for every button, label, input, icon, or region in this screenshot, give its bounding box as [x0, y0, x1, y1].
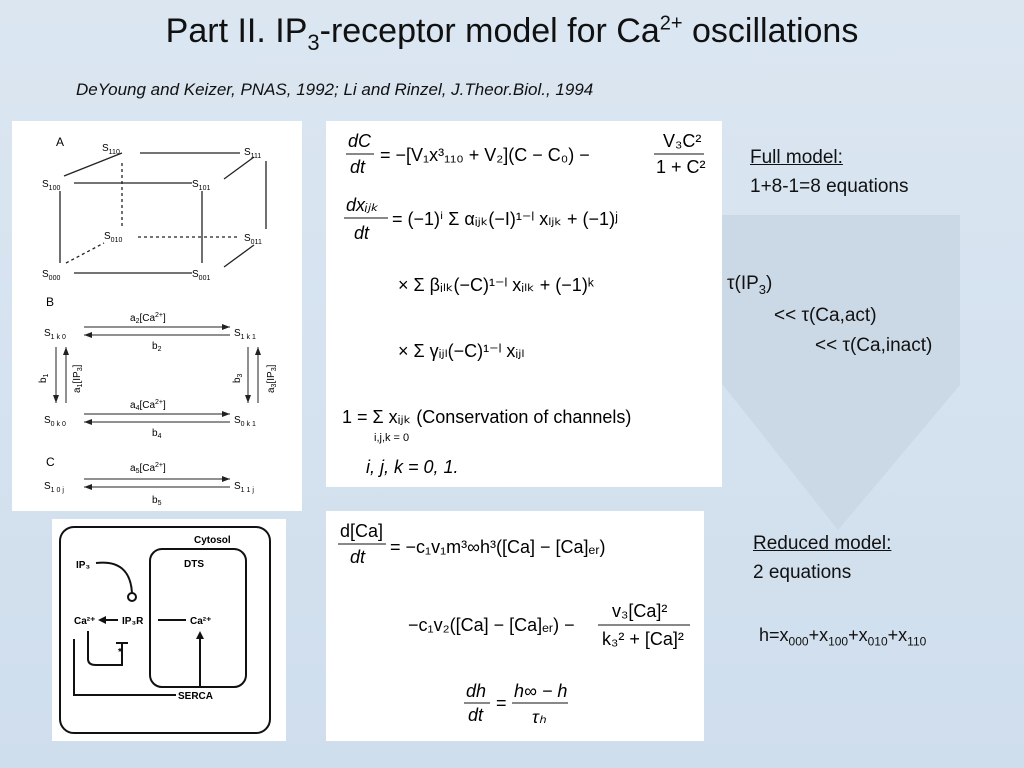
- eq2-numerator: dxᵢⱼₖ: [346, 195, 378, 215]
- node-s0k0: S0 k 0: [44, 415, 66, 428]
- full-model-equation-count: 1+8-1=8 equations: [750, 176, 909, 197]
- eq2-denominator: dt: [354, 223, 370, 243]
- eq-ca-rhs1: = −c₁v₁m³∞h³([Ca] − [Ca]ₑᵣ): [390, 537, 606, 557]
- index-range: i, j, k = 0, 1.: [366, 457, 459, 477]
- node-s1k0: S1 k 0: [44, 328, 66, 341]
- eq-h-equals: =: [496, 693, 507, 713]
- state-diagram-panel: A S110 S111 S100 S101 S010 S011 S000 S00…: [12, 121, 302, 511]
- node-s10j: S1 0 j: [44, 481, 64, 494]
- eq-h-frac-num: h∞ − h: [514, 681, 567, 701]
- dts-label: DTS: [184, 559, 204, 570]
- eq1-frac-num: V₃C²: [663, 131, 701, 151]
- eq4-rhs: × Σ γᵢⱼₗ(−C)¹⁻ˡ xᵢⱼₗ: [398, 341, 524, 361]
- conservation-eq: 1 = Σ xᵢⱼₖ (Conservation of channels): [342, 407, 631, 427]
- rate-b5: b5: [152, 495, 162, 507]
- h-definition: h=x000+x100+x010+x110: [759, 625, 927, 649]
- full-model-equations: dC dt = −[V₁x³₁₁₀ + V₂](C − C₀) − V₃C² 1…: [342, 131, 706, 477]
- eq3-rhs: × Σ βᵢₗₖ(−C)¹⁻ˡ xᵢₗₖ + (−1)ᵏ: [398, 275, 595, 295]
- citation: DeYoung and Keizer, PNAS, 1992; Li and R…: [76, 80, 594, 99]
- conservation-sub: i,j,k = 0: [374, 432, 409, 444]
- node-s010: S010: [104, 231, 122, 244]
- timescale-ca-act: << τ(Ca,act): [774, 305, 877, 326]
- node-s011: S011: [244, 233, 262, 246]
- slide-title: Part II. IP3-receptor model for Ca2+ osc…: [165, 12, 859, 55]
- ip3r-label: IP₃R: [122, 616, 144, 627]
- node-s11j: S1 1 j: [234, 481, 254, 494]
- node-s000: S000: [42, 269, 60, 282]
- node-s001: S001: [192, 269, 210, 282]
- ip3-label: IP₃: [76, 560, 90, 571]
- reduced-model-equations-panel: d[Ca] dt = −c₁v₁m³∞h³([Ca] − [Ca]ₑᵣ) −c₁…: [326, 511, 704, 741]
- eq-h-denominator: dt: [468, 705, 484, 725]
- eq1-denominator: dt: [350, 157, 366, 177]
- rate-b1: b1: [38, 373, 50, 383]
- eq-ca-rhs2: −c₁v₂([Ca] − [Ca]ₑᵣ) −: [408, 615, 575, 635]
- full-model-equations-panel: dC dt = −[V₁x³₁₁₀ + V₂](C − C₀) − V₃C² 1…: [326, 121, 722, 487]
- section-a-label: A: [56, 135, 64, 149]
- cell-diagram: Cytosol DTS IP₃ Ca²⁺ IP₃R Ca²⁺ * SERCA: [59, 526, 271, 734]
- eq-h-numerator: dh: [466, 681, 486, 701]
- eq-ca-numerator: d[Ca]: [340, 521, 383, 541]
- eq1-rhs: = −[V₁x³₁₁₀ + V₂](C − C₀) −: [380, 145, 590, 165]
- eq1-frac-den: 1 + C²: [656, 157, 706, 177]
- reduced-model-heading: Reduced model:: [753, 533, 892, 554]
- ca-right-label: Ca²⁺: [190, 616, 211, 627]
- section-b-label: B: [46, 295, 54, 309]
- down-arrow-graphic: [653, 215, 960, 530]
- eq1-numerator: dC: [348, 131, 372, 151]
- rate-b4: b4: [152, 428, 162, 440]
- node-s110: S110: [102, 143, 120, 156]
- serca-label: SERCA: [178, 691, 213, 702]
- rate-b3: b3: [232, 373, 244, 383]
- state-diagram: A S110 S111 S100 S101 S010 S011 S000 S00…: [38, 135, 278, 507]
- rate-a1: a1[IP3]: [72, 364, 84, 393]
- eq-ca-frac-num: v₃[Ca]²: [612, 601, 667, 621]
- eq-h-frac-den: τₕ: [532, 707, 547, 727]
- cytosol-label: Cytosol: [194, 535, 231, 546]
- node-s111: S111: [244, 147, 261, 160]
- rate-b2: b2: [152, 341, 162, 353]
- node-s100: S100: [42, 179, 60, 192]
- full-model-heading: Full model:: [750, 147, 843, 168]
- timescale-ca-inact: << τ(Ca,inact): [815, 335, 933, 356]
- node-s101: S101: [192, 179, 210, 192]
- reduced-model-equation-count: 2 equations: [753, 562, 852, 583]
- cell-diagram-panel: Cytosol DTS IP₃ Ca²⁺ IP₃R Ca²⁺ * SERCA: [52, 519, 286, 741]
- rate-a5: a5[Ca2+]: [130, 462, 166, 475]
- eq-ca-frac-den: k₃² + [Ca]²: [602, 629, 684, 649]
- timescale-ip3: τ(IP3): [727, 273, 773, 297]
- eq2-rhs: = (−1)ⁱ Σ αᵢⱼₖ(−I)¹⁻ˡ xₗⱼₖ + (−1)ʲ: [392, 209, 618, 229]
- rate-a4: a4[Ca2+]: [130, 399, 166, 412]
- star-label: *: [118, 647, 122, 658]
- section-c-label: C: [46, 455, 55, 469]
- ca-left-label: Ca²⁺: [74, 616, 95, 627]
- rate-a2: a2[Ca2+]: [130, 312, 166, 325]
- rate-a3: a3[IP3]: [266, 364, 278, 393]
- eq-ca-denominator: dt: [350, 547, 366, 567]
- reduced-model-equations: d[Ca] dt = −c₁v₁m³∞h³([Ca] − [Ca]ₑᵣ) −c₁…: [338, 521, 690, 727]
- node-s0k1: S0 k 1: [234, 415, 256, 428]
- node-s1k1: S1 k 1: [234, 328, 256, 341]
